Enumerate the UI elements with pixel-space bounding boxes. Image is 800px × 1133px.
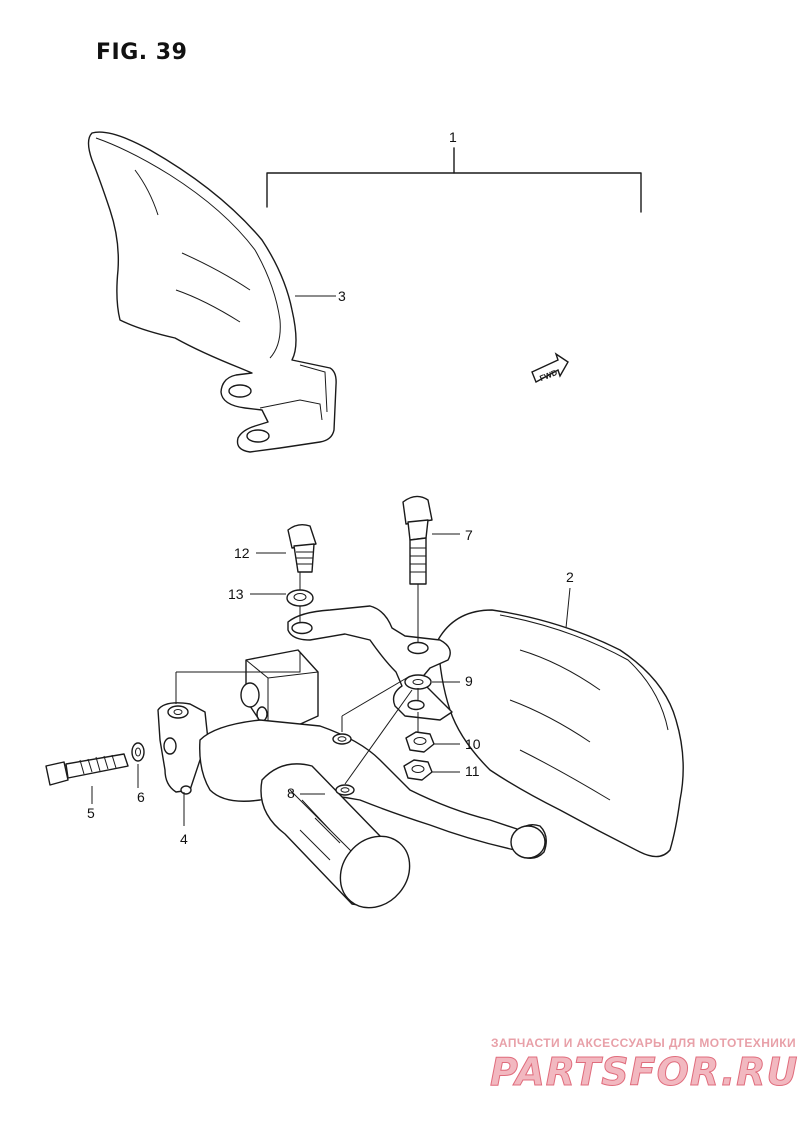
callout-1: 1 bbox=[449, 129, 457, 145]
callout-13: 13 bbox=[228, 586, 244, 602]
callout-7: 7 bbox=[465, 527, 473, 543]
bolt-part-5 bbox=[45, 753, 129, 786]
callout-2: 2 bbox=[566, 569, 574, 585]
washer-part-13 bbox=[286, 589, 314, 607]
callout-9: 9 bbox=[465, 673, 473, 689]
callout-3: 3 bbox=[338, 288, 346, 304]
washer-part-9 bbox=[404, 674, 432, 690]
callout-4: 4 bbox=[180, 831, 188, 847]
callout-5: 5 bbox=[87, 805, 95, 821]
callout-12: 12 bbox=[234, 545, 250, 561]
lever-assembly bbox=[157, 649, 547, 909]
washer-part-6 bbox=[131, 742, 145, 762]
figure-title: FIG. 39 bbox=[96, 40, 188, 65]
leader-lines bbox=[91, 295, 571, 826]
watermark-brand: PARTSFOR.RU bbox=[489, 1050, 799, 1095]
nut-part-10 bbox=[405, 731, 435, 753]
callout-8: 8 bbox=[287, 785, 295, 801]
upper-hand-guard bbox=[87, 131, 337, 453]
bolt-part-12 bbox=[287, 523, 317, 573]
callout-labels: 1 2 3 4 5 6 7 8 9 10 11 12 13 bbox=[87, 129, 574, 847]
watermark-tagline: ЗАПЧАСТИ И АКСЕССУАРЫ ДЛЯ МОТОТЕХНИКИ bbox=[491, 1036, 797, 1050]
fwd-arrow-icon: FWD bbox=[531, 352, 569, 383]
callout-11: 11 bbox=[465, 763, 480, 779]
callout-6: 6 bbox=[137, 789, 145, 805]
nut-part-11 bbox=[403, 759, 433, 781]
bolt-part-7 bbox=[402, 495, 433, 585]
lower-hand-guard bbox=[437, 609, 684, 858]
assembly-bracket bbox=[266, 147, 642, 213]
callout-10: 10 bbox=[465, 736, 481, 752]
